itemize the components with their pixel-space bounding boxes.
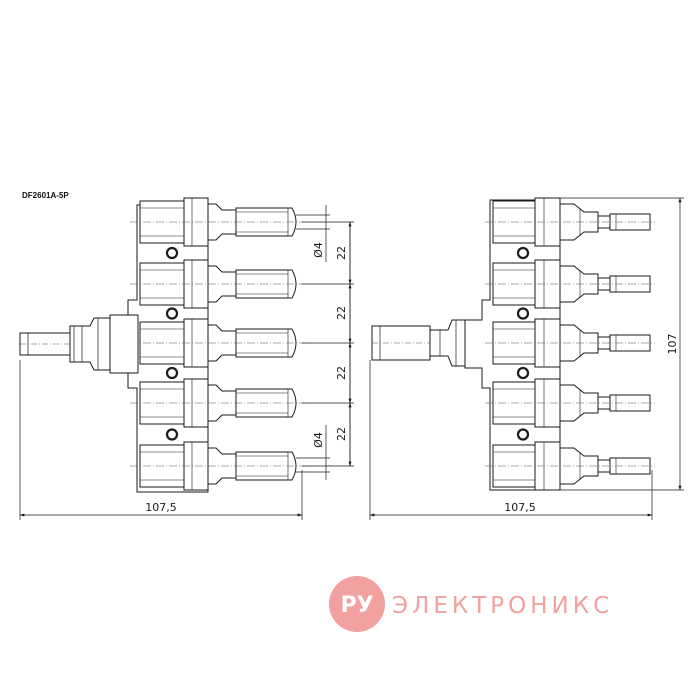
left-branch-4 bbox=[130, 378, 305, 441]
left-width-dimension: 107,5 bbox=[145, 501, 177, 514]
mounting-hole-icon bbox=[165, 428, 179, 441]
diameter-dimension-bottom: Ø4 bbox=[312, 432, 325, 448]
brand-logo-text: РУ bbox=[340, 593, 373, 618]
right-connector-view bbox=[371, 197, 655, 491]
pitch-dimension-1: 22 bbox=[335, 246, 348, 260]
diameter-dimension-top: Ø4 bbox=[312, 242, 325, 258]
mounting-hole-icon bbox=[165, 366, 179, 380]
left-branch-2 bbox=[130, 259, 305, 320]
model-label: DF2601A-5P bbox=[22, 191, 69, 200]
mounting-hole-icon bbox=[165, 246, 179, 260]
right-branch-5 bbox=[485, 441, 655, 491]
left-connector-view bbox=[19, 197, 305, 493]
left-branch-3 bbox=[130, 318, 305, 380]
brand-logo-circle bbox=[329, 576, 385, 632]
right-branch-3 bbox=[485, 318, 655, 380]
right-height-dimension: 107 bbox=[666, 334, 679, 355]
brand-name: ЭЛЕКТРОНИКС bbox=[392, 593, 613, 619]
left-branch-5 bbox=[130, 441, 305, 491]
mounting-hole-icon bbox=[516, 366, 530, 380]
mounting-hole-icon bbox=[165, 307, 179, 320]
mounting-hole-icon bbox=[516, 246, 530, 260]
mounting-hole-icon bbox=[516, 307, 530, 320]
left-branch-1 bbox=[130, 197, 305, 260]
right-branch-2 bbox=[485, 259, 655, 320]
pitch-dimension-2: 22 bbox=[335, 306, 348, 320]
brand-watermark: РУ ЭЛЕКТРОНИКС bbox=[329, 576, 613, 632]
mounting-hole-icon bbox=[516, 428, 530, 441]
right-width-dimension: 107,5 bbox=[504, 501, 536, 514]
left-dimensions bbox=[19, 205, 354, 520]
pitch-dimension-3: 22 bbox=[335, 366, 348, 380]
pitch-dimension-4: 22 bbox=[335, 427, 348, 441]
right-dimensions bbox=[369, 197, 684, 520]
right-branch-4 bbox=[485, 378, 655, 441]
right-branch-1 bbox=[485, 197, 655, 260]
